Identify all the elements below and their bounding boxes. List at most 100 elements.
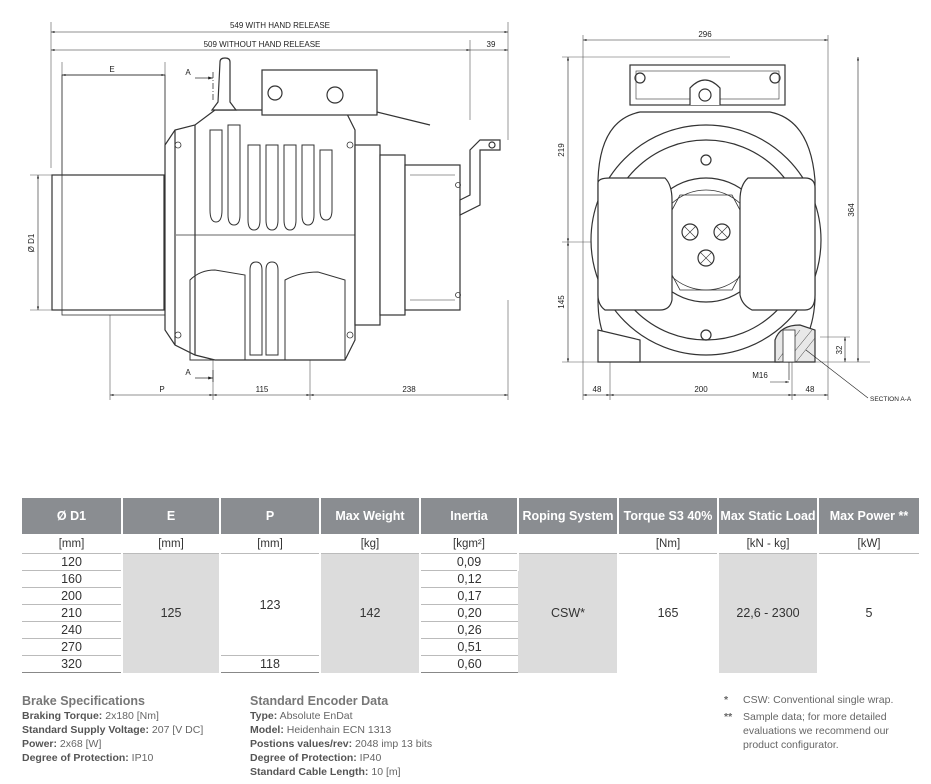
- cell-d1: 210: [22, 604, 123, 622]
- brake-item: Degree of Protection: IP10: [22, 751, 203, 765]
- cell-d1: 320: [22, 655, 123, 673]
- unit-power: [kW]: [818, 534, 919, 554]
- unit-static-load: [kN - kg]: [718, 534, 819, 554]
- encoder-item: Standard Cable Length: 10 [m]: [250, 765, 432, 779]
- brake-item-value: IP10: [128, 752, 154, 764]
- dim-219-label: 219: [557, 143, 566, 157]
- cell-inertia: 0,51: [420, 638, 518, 656]
- technical-drawing: 549 WITH HAND RELEASE 509 WITHOUT HAND R…: [27, 21, 912, 403]
- table-row: 270 0,51: [22, 638, 919, 656]
- header-e: E: [122, 498, 221, 534]
- unit-weight: [kg]: [320, 534, 421, 554]
- header-max-static-load: Max Static Load: [718, 498, 819, 534]
- dim-364-label: 364: [847, 203, 856, 217]
- table-row: 320 118 0,60: [22, 655, 919, 673]
- encoder-data: Standard Encoder Data Type: Absolute EnD…: [250, 693, 432, 779]
- cell-inertia: 0,12: [420, 570, 518, 588]
- brake-item-value: 2x180 [Nm]: [102, 710, 159, 722]
- table-header-row: Ø D1 E P Max Weight Inertia Roping Syste…: [22, 498, 919, 534]
- table-row: 240 0,26: [22, 621, 919, 639]
- unit-e: [mm]: [122, 534, 221, 554]
- footnote-mark: **: [724, 711, 733, 723]
- cell-e: 125: [122, 553, 221, 673]
- spec-table: Ø D1 E P Max Weight Inertia Roping Syste…: [22, 498, 919, 673]
- cell-roping: CSW*: [518, 553, 619, 673]
- footnote-mark: *: [724, 694, 729, 706]
- dim-without-label: 509 WITHOUT HAND RELEASE: [204, 40, 321, 49]
- cell-inertia: 0,26: [420, 621, 518, 639]
- brake-specifications: Brake Specifications Braking Torque: 2x1…: [22, 693, 203, 765]
- cell-p: 118: [220, 655, 321, 673]
- dim-32-label: 32: [835, 345, 844, 354]
- brake-item-label: Degree of Protection:: [22, 752, 129, 764]
- section-a-bottom-label: A: [185, 368, 191, 377]
- header-max-power: Max Power **: [818, 498, 919, 534]
- dim-m16-label: M16: [752, 371, 768, 380]
- dim-39-label: 39: [487, 40, 496, 49]
- brake-item: Power: 2x68 [W]: [22, 737, 203, 751]
- table-row: 200 0,17: [22, 587, 919, 605]
- dim-p-label: P: [159, 385, 164, 394]
- brake-item-label: Standard Supply Voltage:: [22, 724, 149, 736]
- footnotes: * CSW: Conventional single wrap. ** Samp…: [724, 693, 924, 755]
- encoder-item-label: Model:: [250, 724, 284, 736]
- encoder-item-value: Heidenhain ECN 1313: [283, 724, 392, 736]
- encoder-item-label: Degree of Protection:: [250, 752, 357, 764]
- encoder-item-value: Absolute EnDat: [277, 710, 353, 722]
- brake-item: Braking Torque: 2x180 [Nm]: [22, 709, 203, 723]
- unit-inertia: [kgm²]: [420, 534, 519, 554]
- unit-roping: [518, 534, 619, 554]
- cell-inertia: 0,17: [420, 587, 518, 605]
- cell-p: 123: [220, 553, 321, 656]
- cell-static-load: 22,6 - 2300: [718, 553, 819, 673]
- encoder-item-value: 10 [m]: [368, 766, 401, 778]
- dim-total-label: 549 WITH HAND RELEASE: [230, 21, 330, 30]
- cell-inertia: 0,09: [420, 553, 519, 571]
- brake-item-label: Power:: [22, 738, 58, 750]
- cell-d1: 200: [22, 587, 123, 605]
- cell-inertia: 0,20: [420, 604, 518, 622]
- dim-48-left-label: 48: [593, 385, 602, 394]
- section-a-top-label: A: [185, 68, 191, 77]
- encoder-item-value: 2048 imp 13 bits: [352, 738, 433, 750]
- cell-d1: 270: [22, 638, 123, 656]
- header-torque: Torque S3 40%: [618, 498, 719, 534]
- footnote-text: CSW: Conventional single wrap.: [743, 694, 894, 706]
- cell-weight: 142: [320, 553, 421, 673]
- brake-title: Brake Specifications: [22, 694, 145, 708]
- dim-e-label: E: [109, 65, 114, 74]
- cell-d1: 120: [22, 553, 123, 571]
- header-inertia: Inertia: [420, 498, 519, 534]
- unit-d1: [mm]: [22, 534, 123, 554]
- side-view: [30, 22, 509, 400]
- dim-296-label: 296: [698, 30, 712, 39]
- footnote: ** Sample data; for more detailed evalua…: [724, 710, 924, 752]
- front-view: [562, 35, 870, 400]
- cell-power: 5: [865, 606, 873, 621]
- brake-item-value: 207 [V DC]: [148, 724, 204, 736]
- cell-d1: 240: [22, 621, 123, 639]
- footnote: * CSW: Conventional single wrap.: [724, 693, 924, 707]
- encoder-item-label: Type:: [250, 710, 278, 722]
- dim-200-label: 200: [694, 385, 708, 394]
- table-row: 120 125 123 142 0,09 CSW* 165 22,6 - 230…: [22, 553, 919, 673]
- encoder-item: Degree of Protection: IP40: [250, 751, 432, 765]
- cell-torque: 165: [618, 553, 719, 673]
- unit-torque: [Nm]: [618, 534, 719, 554]
- dim-115-label: 115: [256, 385, 269, 394]
- footnote-text: Sample data; for more detailed evaluatio…: [743, 711, 889, 751]
- brake-item-value: 2x68 [W]: [57, 738, 102, 750]
- section-aa-label: SECTION A-A: [870, 396, 912, 403]
- encoder-item: Model: Heidenhain ECN 1313: [250, 723, 432, 737]
- encoder-item-value: IP40: [356, 752, 382, 764]
- dim-145-label: 145: [557, 295, 566, 309]
- cell-d1: 160: [22, 570, 123, 588]
- header-roping-system: Roping System: [518, 498, 619, 534]
- cell-inertia: 0,60: [420, 655, 518, 673]
- table-row: 160 0,12: [22, 570, 919, 588]
- dim-48-right-label: 48: [806, 385, 815, 394]
- encoder-item: Type: Absolute EnDat: [250, 709, 432, 723]
- header-max-weight: Max Weight: [320, 498, 421, 534]
- dim-d1-label: Ø D1: [27, 233, 36, 252]
- brake-item-label: Braking Torque:: [22, 710, 103, 722]
